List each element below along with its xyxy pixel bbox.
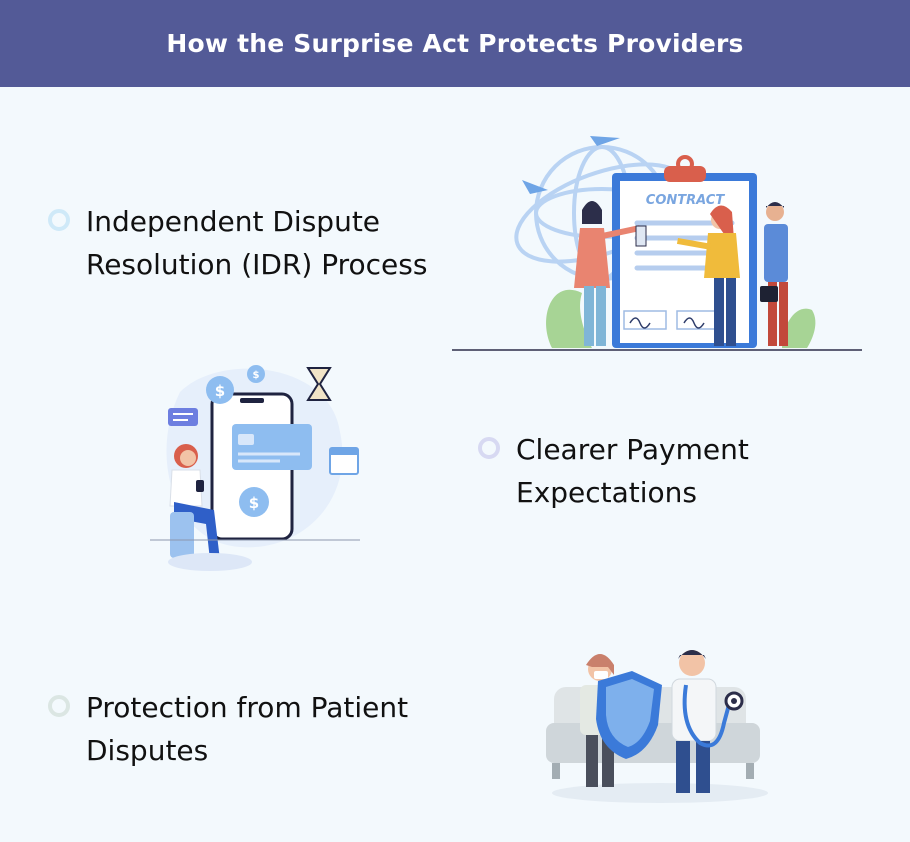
feature-item-label: Independent Dispute Resolution (IDR) Pro…: [86, 205, 428, 281]
contract-meeting-illustration: CONTRACT: [452, 128, 862, 354]
svg-text:$: $: [215, 382, 225, 400]
page-header: How the Surprise Act Protects Providers: [0, 0, 910, 87]
mobile-payment-illustration: $ $ $: [150, 362, 365, 582]
feature-item-payment: Clearer Payment Expectations: [478, 428, 798, 514]
page-title: How the Surprise Act Protects Providers: [166, 29, 744, 58]
ring-bullet-icon: [48, 209, 70, 231]
feature-item-protection: Protection from Patient Disputes: [48, 686, 468, 772]
ring-bullet-icon: [478, 437, 500, 459]
ring-bullet-icon: [48, 695, 70, 717]
feature-item-label: Protection from Patient Disputes: [86, 691, 409, 767]
svg-text:$: $: [249, 494, 259, 512]
contract-label: CONTRACT: [646, 193, 726, 208]
svg-text:$: $: [253, 370, 260, 381]
feature-item-idr: Independent Dispute Resolution (IDR) Pro…: [48, 200, 468, 286]
feature-item-label: Clearer Payment Expectations: [516, 433, 749, 509]
doctors-shield-illustration: [540, 645, 770, 805]
